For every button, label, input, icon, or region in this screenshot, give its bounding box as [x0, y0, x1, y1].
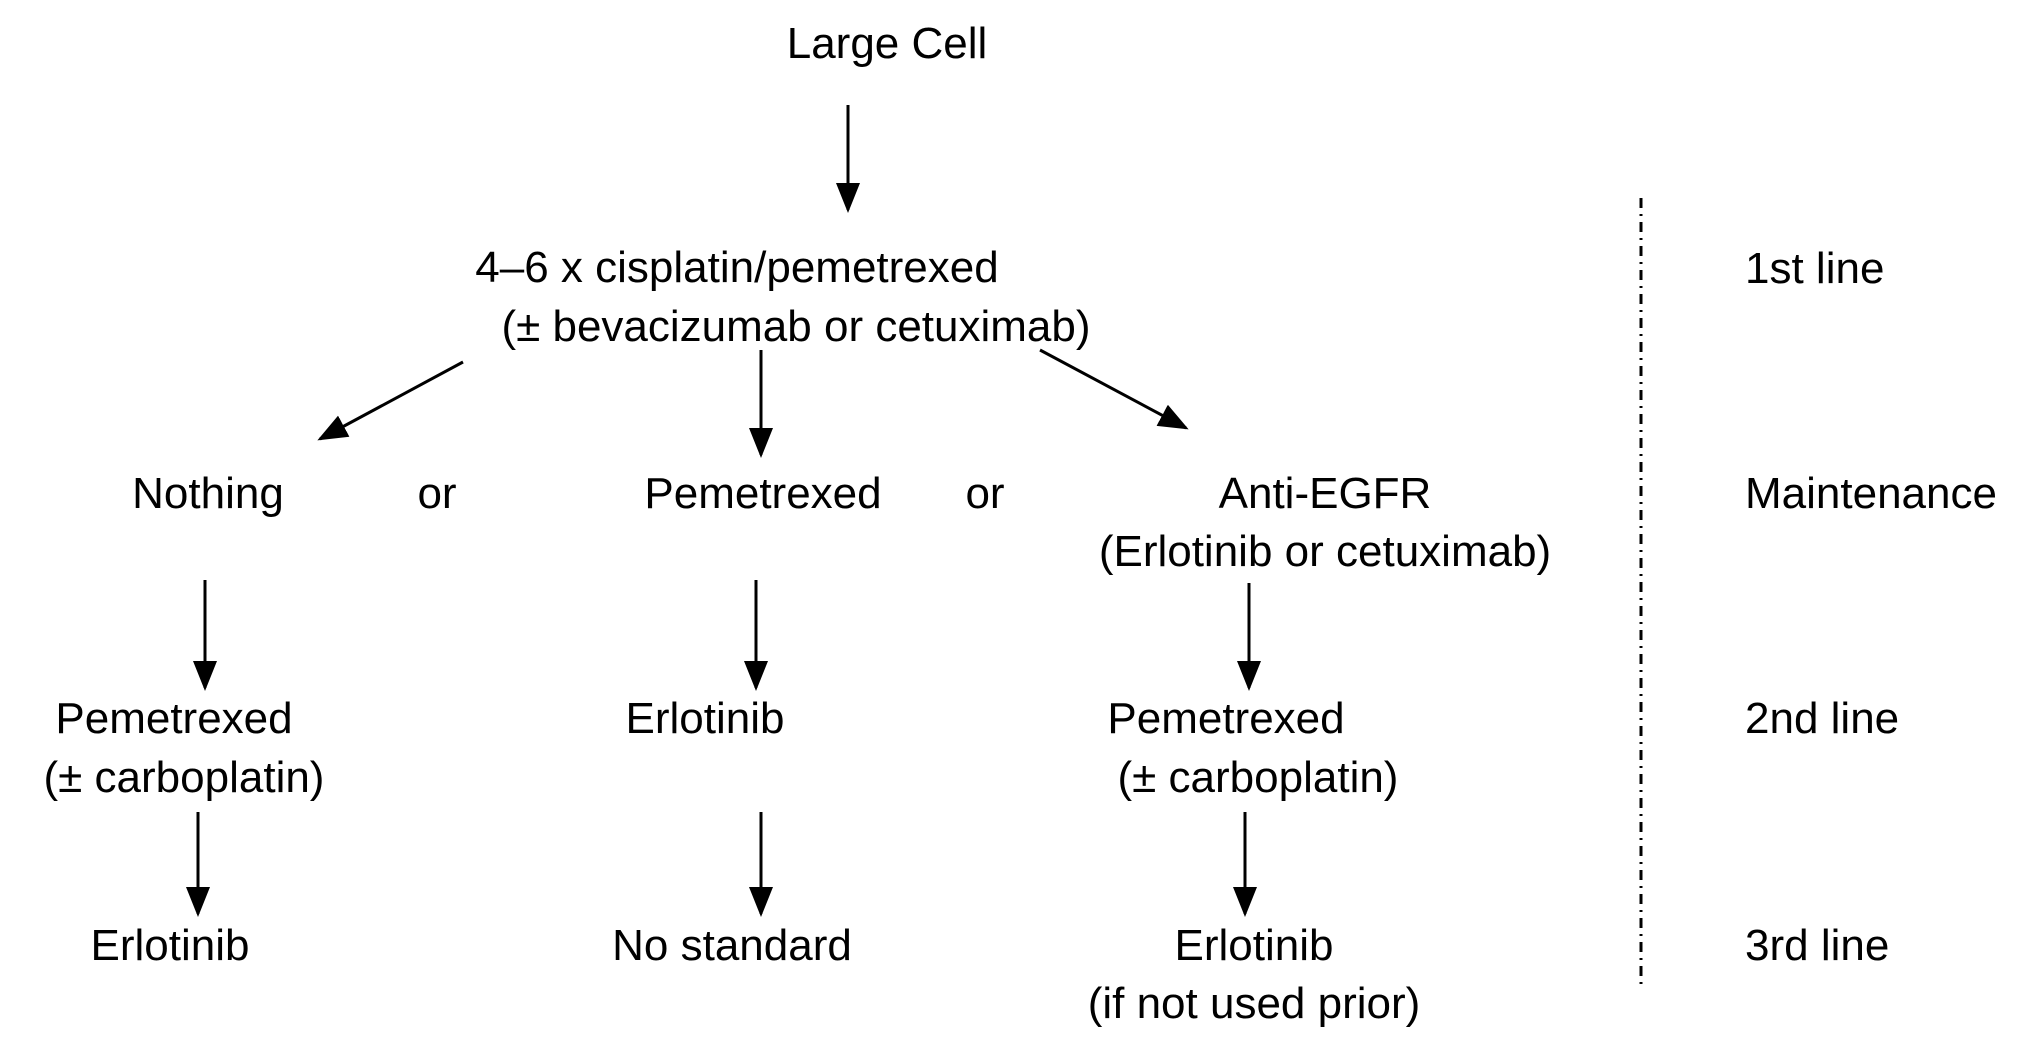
- stage-label-third-line: 3rd line: [1745, 921, 1889, 970]
- stage-label-second-line: 2nd line: [1745, 694, 1899, 743]
- second-line-right: Pemetrexed: [1107, 694, 1344, 743]
- title: Large Cell: [787, 19, 988, 68]
- first-line-regimen-detail: (± bevacizumab or cetuximab): [501, 302, 1090, 351]
- maintenance-nothing: Nothing: [132, 469, 284, 518]
- arrow-to-anti-egfr: [1039, 348, 1189, 430]
- first-line-regimen: 4–6 x cisplatin/pemetrexed: [475, 243, 998, 292]
- stage-label-first-line: 1st line: [1745, 244, 1884, 293]
- arrow-to-nothing: [317, 360, 464, 441]
- maintenance-anti-egfr: Anti-EGFR: [1219, 469, 1432, 518]
- third-line-right: Erlotinib: [1175, 921, 1334, 970]
- third-line-middle: No standard: [612, 921, 852, 970]
- third-line-right-detail: (if not used prior): [1088, 979, 1421, 1028]
- second-line-right-detail: (± carboplatin): [1118, 753, 1399, 802]
- second-line-left: Pemetrexed: [55, 694, 292, 743]
- third-line-left: Erlotinib: [91, 921, 250, 970]
- maintenance-pemetrexed: Pemetrexed: [644, 469, 881, 518]
- maintenance-anti-egfr-detail: (Erlotinib or cetuximab): [1099, 527, 1551, 576]
- second-line-middle: Erlotinib: [626, 694, 785, 743]
- stage-label-maintenance: Maintenance: [1745, 469, 1997, 518]
- maintenance-or-right: or: [965, 469, 1004, 518]
- second-line-left-detail: (± carboplatin): [44, 753, 325, 802]
- maintenance-or-left: or: [417, 469, 456, 518]
